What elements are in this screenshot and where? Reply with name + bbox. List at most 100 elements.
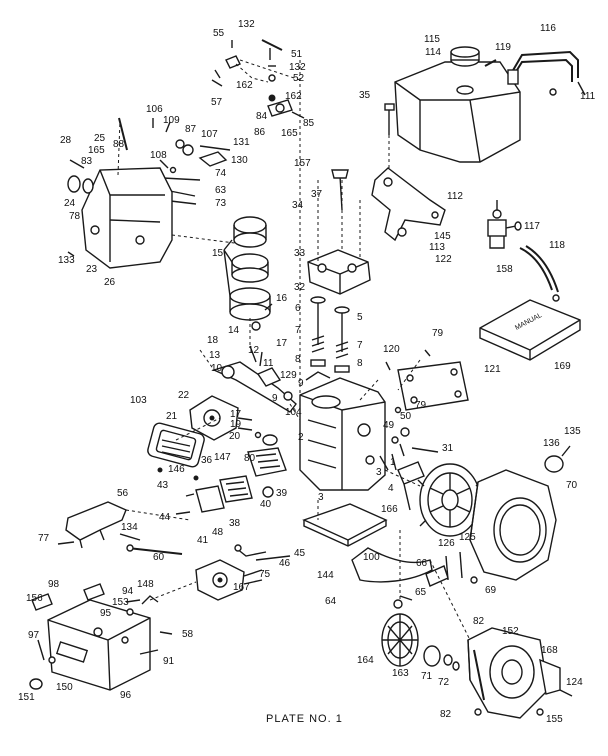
part-callout-41: 41 (197, 535, 209, 546)
part-callout-108: 108 (150, 150, 167, 161)
part-callout-134: 134 (121, 522, 138, 533)
part-callout-124: 124 (566, 677, 583, 688)
gaskets (175, 447, 287, 515)
muffler (147, 422, 205, 481)
part-callout-83: 83 (81, 156, 93, 167)
part-callout-14: 14 (228, 325, 240, 336)
part-callout-125: 125 (459, 532, 476, 543)
part-callout-40: 40 (260, 499, 272, 510)
plate-title: PLATE NO. 1 (266, 713, 343, 725)
part-callout-6: 6 (295, 303, 301, 314)
part-callout-84: 84 (256, 111, 268, 122)
part-callout-78: 78 (69, 211, 81, 222)
part-callout-163: 163 (392, 668, 409, 679)
part-callout-74: 74 (215, 168, 227, 179)
part-callout-8b: 8 (357, 358, 363, 369)
part-callout-58: 58 (182, 629, 194, 640)
part-callout-104: 104 (285, 407, 302, 418)
part-callout-15: 15 (212, 248, 224, 259)
governor-bracket (267, 94, 305, 119)
part-callout-165b: 165 (88, 145, 105, 156)
part-callout-9a: 9 (298, 378, 304, 389)
part-callout-36: 36 (201, 455, 213, 466)
part-callout-44: 44 (159, 512, 171, 523)
part-callout-51: 51 (291, 49, 303, 60)
valves (305, 296, 350, 381)
part-callout-164: 164 (357, 655, 374, 666)
coil-parts (379, 427, 439, 471)
part-callout-79a: 79 (432, 328, 444, 339)
part-callout-13: 13 (209, 350, 221, 361)
part-callout-148: 148 (137, 579, 154, 590)
part-callout-153: 153 (112, 597, 129, 608)
part-callout-77: 77 (38, 533, 50, 544)
part-callout-167: 167 (233, 582, 250, 593)
part-callout-17a: 17 (276, 338, 288, 349)
air-cleaner (223, 216, 273, 331)
part-callout-23: 23 (86, 264, 98, 275)
part-callout-17b: 17 (230, 409, 242, 420)
part-callout-38: 38 (229, 518, 241, 529)
part-callout-132b: 132 (289, 62, 306, 73)
part-callout-106: 106 (146, 104, 163, 115)
part-callout-147: 147 (214, 452, 231, 463)
engine-block (299, 377, 386, 491)
part-callout-60: 60 (153, 552, 165, 563)
part-callout-3a: 3 (376, 467, 382, 478)
part-callout-7a: 7 (295, 325, 301, 336)
part-callout-80: 80 (244, 453, 256, 464)
part-callout-4: 4 (388, 483, 394, 494)
part-callout-122: 122 (435, 254, 452, 265)
flywheel (397, 461, 483, 537)
shroud-64 (351, 547, 433, 583)
part-callout-126: 126 (438, 538, 455, 549)
part-callout-155: 155 (546, 714, 563, 725)
part-callout-12: 12 (248, 345, 260, 356)
part-callout-82b: 82 (440, 709, 452, 720)
part-callout-24: 24 (64, 198, 76, 209)
part-callout-66: 66 (416, 558, 428, 569)
part-callout-162a: 162 (236, 80, 253, 91)
cylinder-head (307, 169, 371, 295)
camshaft-gear (189, 395, 278, 446)
part-callout-45: 45 (294, 548, 306, 559)
part-callout-158: 158 (496, 264, 513, 275)
part-callout-10: 10 (211, 363, 223, 374)
governor-rod (57, 501, 191, 555)
part-callout-145: 145 (434, 231, 451, 242)
fuel-hose (519, 247, 553, 291)
part-callout-109: 109 (163, 115, 180, 126)
part-callout-131: 131 (233, 137, 250, 148)
part-callout-8a: 8 (295, 354, 301, 365)
part-callout-103: 103 (130, 395, 147, 406)
part-callout-79b: 79 (415, 400, 427, 411)
part-callout-156: 156 (26, 593, 43, 604)
part-callout-71: 71 (421, 671, 433, 682)
cap-136 (544, 445, 571, 473)
part-callout-119: 119 (495, 42, 511, 53)
part-callout-107: 107 (201, 129, 218, 140)
part-callout-162b: 162 (285, 91, 302, 102)
part-callout-133: 133 (58, 255, 75, 266)
part-callout-65: 65 (415, 587, 427, 598)
part-callout-168: 168 (541, 645, 558, 656)
control-panel (29, 583, 173, 691)
manual-book: MANUAL (479, 299, 581, 361)
part-callout-16: 16 (276, 293, 288, 304)
part-callout-130: 130 (231, 155, 248, 166)
part-callout-35: 35 (359, 90, 371, 101)
base-plate (302, 503, 388, 547)
carburetor (195, 544, 291, 601)
part-callout-135: 135 (564, 426, 581, 437)
part-callout-169: 169 (554, 361, 571, 372)
part-callout-1: 1 (390, 457, 396, 468)
part-callout-48: 48 (212, 527, 224, 538)
part-callout-9b: 9 (272, 393, 278, 404)
part-callout-2: 2 (298, 432, 304, 443)
part-callout-75: 75 (259, 569, 271, 580)
crankshaft (199, 345, 297, 413)
part-callout-46: 46 (279, 558, 291, 569)
part-callout-70: 70 (566, 480, 578, 491)
part-callout-114: 114 (425, 47, 441, 58)
